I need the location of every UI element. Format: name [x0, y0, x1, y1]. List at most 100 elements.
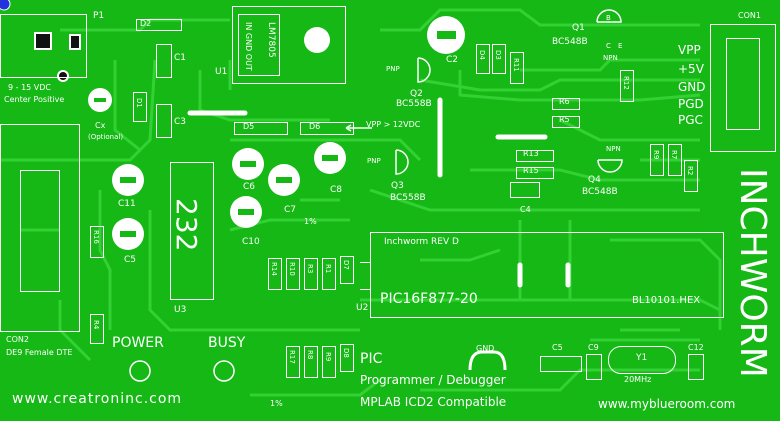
- r9-outline: [650, 144, 664, 176]
- r13-outline: [516, 150, 554, 162]
- d1-outline: [133, 92, 147, 122]
- q1-pin-c: C: [606, 42, 611, 50]
- c5-capacitor: [112, 218, 144, 250]
- c5b-label: C5: [552, 343, 563, 352]
- u3-label: U3: [174, 305, 187, 315]
- con2-label: CON2: [6, 335, 29, 344]
- d5-label: D5: [243, 122, 255, 131]
- creatron-url[interactable]: www.creatroninc.com: [12, 391, 183, 407]
- c5b-outline: [540, 356, 582, 372]
- r15-label: R15: [523, 166, 539, 175]
- input-voltage-label: 9 - 15 VDC: [8, 83, 52, 92]
- d3-label: D3: [494, 50, 502, 60]
- con2-outline: [0, 124, 80, 332]
- q1-pin-b: B: [606, 14, 611, 22]
- c3-outline: [156, 104, 172, 138]
- r14-label: R14: [270, 262, 278, 276]
- d7-outline: [340, 256, 354, 284]
- c2-capacitor: [427, 16, 465, 54]
- c5-label: C5: [124, 255, 137, 265]
- d7-label: D7: [342, 260, 350, 270]
- r7-outline: [668, 144, 682, 176]
- q3-label: Q3: [391, 181, 404, 191]
- con1-label: CON1: [738, 11, 761, 20]
- con1-pin-vpp: VPP: [678, 43, 701, 57]
- resistor-tolerance-bottom: 1%: [270, 399, 283, 408]
- y1-label: Y1: [636, 353, 648, 363]
- c1-outline: [156, 44, 172, 78]
- r4-outline: [90, 314, 104, 344]
- db9-shell: [20, 170, 60, 292]
- r8-label: R8: [306, 350, 314, 360]
- product-line1: PIC: [360, 351, 383, 367]
- con2-desc: DE9 Female DTE: [6, 348, 73, 357]
- c3-label: C3: [174, 117, 187, 127]
- r5-label: R5: [559, 115, 570, 124]
- q1-pin-e: E: [618, 42, 623, 50]
- r2-outline: [684, 160, 698, 192]
- c7-label: C7: [284, 205, 297, 215]
- cx-optional-label: (Optional): [88, 133, 124, 141]
- r17-outline: [286, 346, 300, 378]
- r1-label: R1: [324, 264, 332, 274]
- q1-label: Q1: [572, 23, 585, 33]
- q3-part-label: BC558B: [390, 193, 426, 203]
- r6-label: R6: [559, 97, 570, 106]
- d3-outline: [492, 44, 506, 74]
- q2-part-label: BC558B: [396, 99, 432, 109]
- q2-type-label: PNP: [386, 65, 400, 73]
- r9b-outline: [322, 346, 336, 378]
- u1-label: U1: [215, 67, 228, 77]
- crystal-freq-label: 20MHz: [624, 375, 652, 384]
- con1-pin-gnd: GND: [678, 80, 706, 94]
- power-led-label: POWER: [112, 335, 164, 351]
- mcu-chip-label: PIC16F877-20: [380, 291, 478, 307]
- d8-label: D8: [342, 348, 350, 358]
- c12-label: C12: [688, 343, 704, 352]
- r16-outline: [90, 226, 104, 258]
- r16-label: R16: [92, 230, 100, 244]
- center-positive-label: Center Positive: [4, 95, 65, 104]
- d8-outline: [340, 344, 354, 372]
- myblueroom-url[interactable]: www.myblueroom.com: [598, 397, 736, 411]
- product-line2: Programmer / Debugger: [360, 373, 506, 387]
- busy-led-label: BUSY: [208, 335, 246, 351]
- r3-outline: [304, 258, 318, 290]
- d5-outline: [234, 122, 288, 135]
- d6-label: D6: [309, 122, 321, 131]
- q2-label: Q2: [410, 89, 423, 99]
- p1-label: P1: [93, 11, 105, 21]
- d2-outline: [136, 19, 182, 31]
- c8-capacitor: [314, 142, 346, 174]
- r3-label: R3: [306, 264, 314, 274]
- c2-label: C2: [446, 55, 459, 65]
- c10-label: C10: [242, 237, 260, 247]
- c1-label: C1: [174, 53, 187, 63]
- c12-outline: [688, 354, 704, 380]
- r5-outline: [552, 116, 580, 128]
- r13-label: R13: [523, 149, 539, 158]
- gnd-jumper-label: GND: [476, 344, 495, 353]
- q3-type-label: PNP: [367, 157, 381, 165]
- r11-outline: [510, 52, 524, 84]
- q1-type-label: NPN: [603, 54, 618, 62]
- r9-label: R9: [652, 150, 660, 160]
- dc-jack-outline: [0, 14, 87, 78]
- q4-label: Q4: [588, 175, 601, 185]
- r2-label: R2: [686, 166, 694, 176]
- lm7805-body: [238, 14, 280, 76]
- r1-outline: [322, 258, 336, 290]
- c8-label: C8: [330, 185, 343, 195]
- c10-capacitor: [230, 196, 262, 228]
- c4-label: C4: [520, 205, 531, 214]
- u3-outline: [170, 162, 214, 300]
- max232-label: 232: [170, 198, 203, 252]
- cx-capacitor: [88, 88, 112, 112]
- con1-outline: [710, 24, 776, 152]
- con1-pin-5v: +5V: [678, 62, 704, 76]
- lm7805-label: LM7805: [266, 22, 276, 58]
- resistor-tolerance-top: 1%: [304, 217, 317, 226]
- r10-label: R10: [288, 262, 296, 276]
- u2-notch: [360, 262, 371, 290]
